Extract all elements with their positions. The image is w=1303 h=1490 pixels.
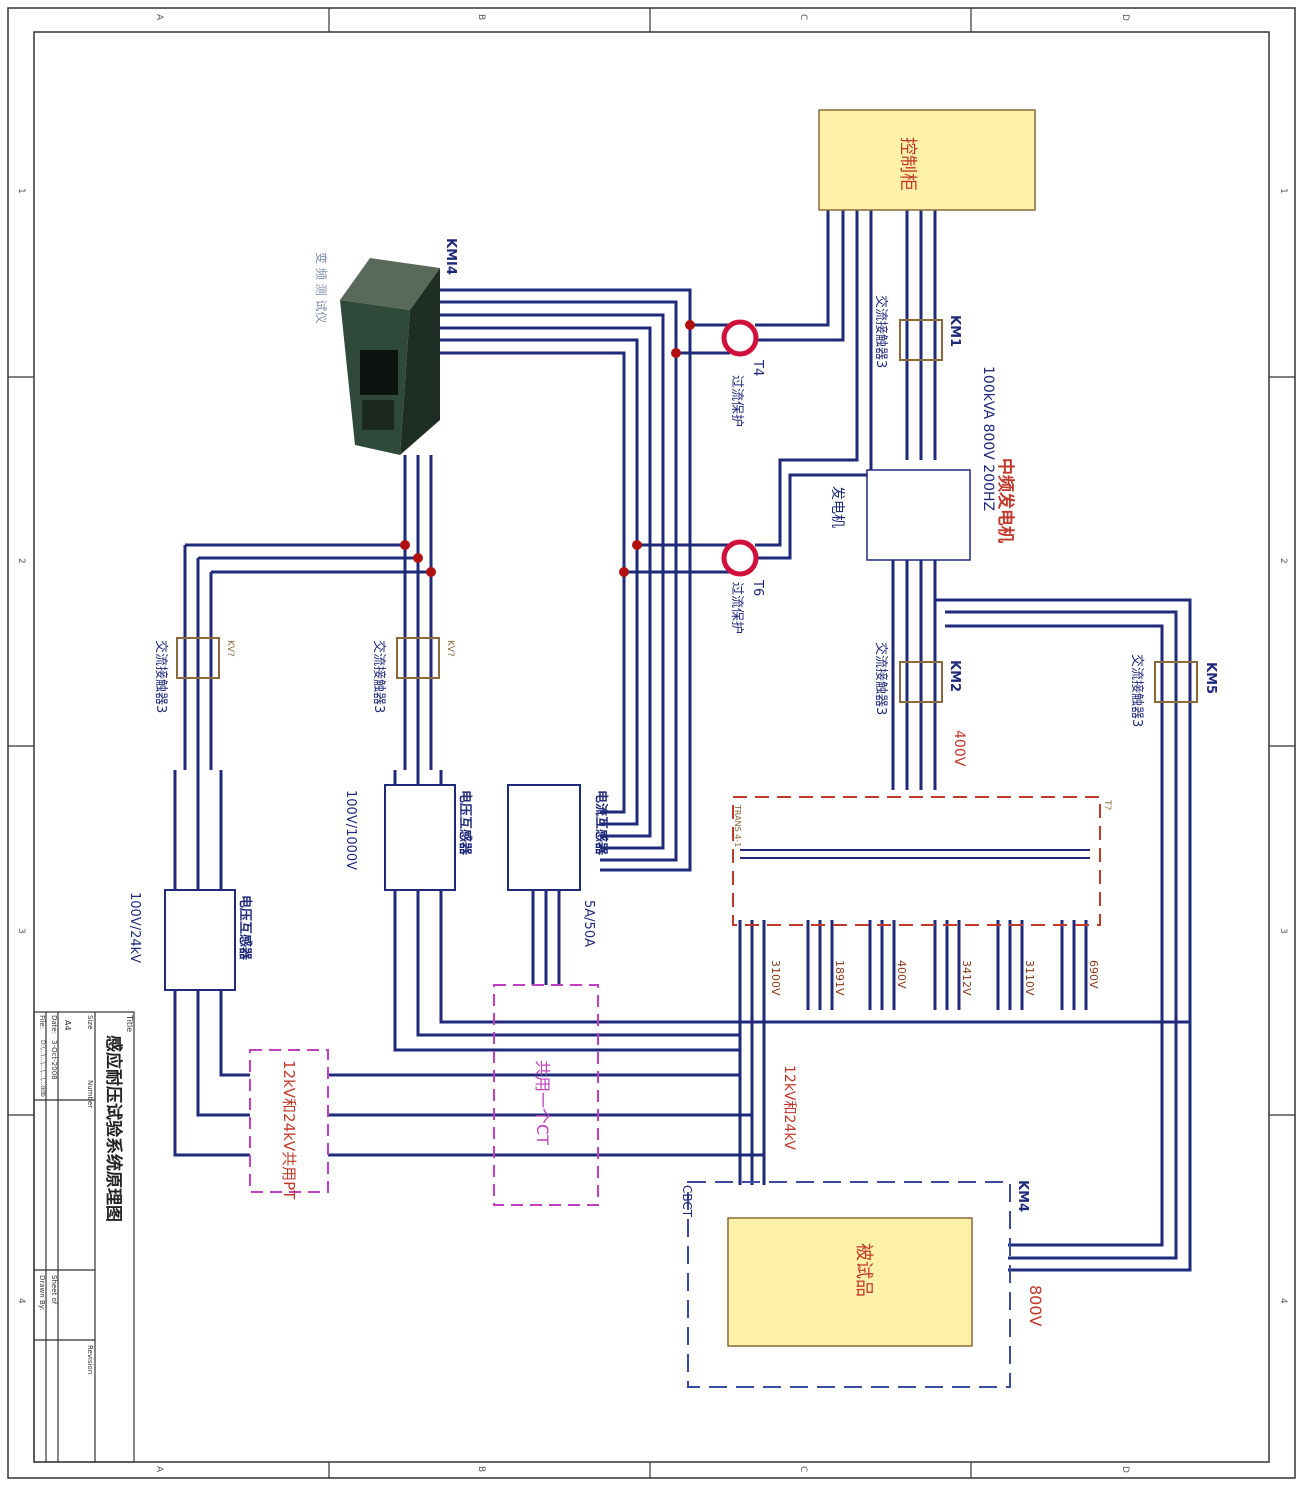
- t4-overcurrent: 过流保护: [729, 375, 744, 428]
- junction-nodes: [400, 320, 695, 577]
- title-block-date-label: Date:: [50, 1015, 58, 1035]
- contactor-label-km1: 交流接触器3: [873, 295, 888, 369]
- voltage-800v: 800V: [1026, 1285, 1045, 1327]
- contactor-label-left: 交流接触器3: [153, 640, 168, 714]
- cbct-label: CBCT: [680, 1185, 694, 1218]
- frame-col-c-top: C: [798, 14, 808, 21]
- frame-row-2-right: 2: [1278, 558, 1288, 564]
- km1-label: KM1: [947, 315, 962, 348]
- kmi4-label: KMI4: [443, 238, 458, 275]
- ct-ratio: 5A/50A: [581, 900, 596, 947]
- generator-rating: 100kVA 800V 200HZ: [980, 366, 996, 512]
- title-block-size: A4: [63, 1020, 72, 1031]
- shared-ct-dashed: [493, 984, 599, 1206]
- outer-border: [7, 7, 1296, 1479]
- title-block-header: Title: [125, 1015, 134, 1033]
- frame-row-3-right: 3: [1278, 928, 1288, 934]
- frame-row-4-left: 4: [16, 1298, 26, 1304]
- generator-title: 中频发电机: [995, 458, 1015, 543]
- title-block-date: 3-Oct-2008: [50, 1040, 58, 1080]
- frame-col-b-top: B: [476, 14, 486, 21]
- frame-col-c-bottom: C: [798, 1466, 808, 1473]
- title-block-size-label: Size: [86, 1015, 94, 1030]
- title-block-grid: [33, 1011, 135, 1463]
- frame-col-d-top: D: [1120, 14, 1130, 21]
- frame-divisions: [8, 8, 1295, 1478]
- vt-ratio-left: 100V/24kV: [127, 892, 142, 964]
- vt-label-left: 电压互感器: [237, 895, 252, 961]
- km4-label: KM4: [1015, 1180, 1030, 1213]
- contactor-label-km5: 交流接触器3: [1129, 654, 1144, 728]
- test-object-label: 被试品: [853, 1243, 874, 1297]
- test-object-box: [727, 1217, 973, 1347]
- control-cabinet-box: [818, 109, 1036, 211]
- transformers: [164, 784, 581, 991]
- shared-pt-dashed: [249, 1049, 329, 1193]
- main-transformer-dashed: [732, 796, 1101, 926]
- tap-1: 3100V: [769, 960, 782, 996]
- vt-ratio-mid: 100V/1000V: [343, 790, 358, 871]
- t6-overcurrent: 过流保护: [729, 582, 744, 635]
- title-block-file-label: File:: [38, 1015, 46, 1030]
- title-block-drawn-label: Drawn By:: [38, 1275, 46, 1311]
- frame-col-b-bottom: B: [476, 1466, 486, 1473]
- test-instrument: [340, 258, 440, 455]
- generator-label: 发电机: [829, 486, 845, 528]
- t6-label: T6: [750, 580, 765, 597]
- generator-box: [866, 469, 971, 561]
- t4-label: T4: [750, 360, 765, 377]
- frame-row-3-left: 3: [16, 928, 26, 934]
- inner-border: [33, 31, 1270, 1463]
- test-object-dashed: [687, 1181, 1011, 1388]
- voltage-12-24kv: 12kV和24kV: [781, 1065, 797, 1150]
- title-block-file: D:\...\...\...\...\...ddb: [39, 1040, 46, 1097]
- frame-row-2-left: 2: [16, 558, 26, 564]
- km2-label: KM2: [947, 660, 962, 693]
- frame-row-1-left: 1: [16, 188, 26, 194]
- contactor-label-km2: 交流接触器3: [873, 642, 888, 716]
- trans-label: TRANS 4-1: [733, 805, 742, 848]
- tap-6: 690V: [1087, 960, 1100, 989]
- vt-label-mid: 电压互感器: [457, 790, 472, 856]
- tap-3: 400V: [895, 960, 908, 989]
- shared-pt-label: 12kV和24kV共用PT: [280, 1060, 298, 1200]
- wiring: [173, 210, 1192, 1272]
- tap-4: 3412V: [960, 960, 973, 996]
- ct-rings: [721, 319, 759, 577]
- tap-5: 3110V: [1023, 960, 1036, 996]
- title-block-title: 感应耐压试验系统原理图: [103, 1035, 123, 1222]
- trans-t-label: T?: [1102, 800, 1112, 811]
- frame-col-a-bottom: A: [154, 1466, 164, 1473]
- frame-col-a-top: A: [154, 14, 164, 21]
- voltage-400v: 400V: [951, 730, 967, 767]
- control-cabinet-label: 控制柜: [897, 137, 918, 191]
- title-block-number-label: Number: [86, 1080, 94, 1109]
- km5-label: KM5: [1203, 662, 1218, 695]
- kv-label-mid: KV?: [445, 640, 455, 657]
- frame-row-1-right: 1: [1278, 188, 1288, 194]
- ct-label: 电流互感器: [593, 790, 608, 856]
- frame-row-4-right: 4: [1278, 1298, 1288, 1304]
- kv-label-left: KV?: [225, 640, 235, 657]
- title-block-revision-label: Revision: [86, 1345, 94, 1375]
- contactors: [176, 319, 1198, 703]
- tap-2: 1891V: [833, 960, 846, 996]
- frame-col-d-bottom: D: [1120, 1466, 1130, 1473]
- title-block-sheet-label: Sheet of: [50, 1275, 58, 1305]
- shared-ct-label: 共用一个CT: [533, 1060, 552, 1145]
- contactor-label-mid: 交流接触器3: [371, 640, 386, 714]
- instrument-label: 变 频 测 试仪: [314, 252, 328, 324]
